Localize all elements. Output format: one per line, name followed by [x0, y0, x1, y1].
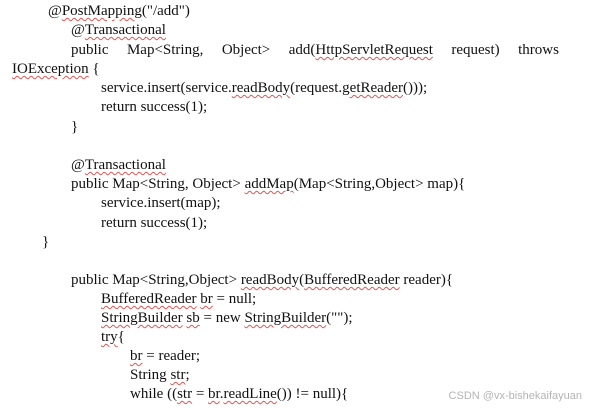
- annotation-args: ("/add"): [141, 3, 190, 19]
- code-line-17: br = reader;: [130, 347, 200, 366]
- code-token: =: [192, 386, 209, 402]
- code-token: Object>: [221, 42, 271, 58]
- code-line-13: public Map<String,Object> readBody(Buffe…: [71, 271, 453, 290]
- annotation-at: @: [71, 22, 85, 38]
- code-token: {: [117, 329, 125, 345]
- code-line-16: try{: [101, 328, 125, 347]
- code-line-10: service.insert(map);: [101, 195, 221, 211]
- code-line-15: StringBuilder sb = new StringBuilder("")…: [101, 309, 353, 328]
- code-line-7: }: [71, 119, 79, 135]
- code-token: (request.: [290, 80, 343, 96]
- code-token: BufferedReader: [304, 272, 400, 288]
- code-token: reader){: [399, 272, 454, 288]
- code-token: = reader;: [142, 348, 201, 364]
- code-token: service.insert(service.: [101, 80, 232, 96]
- code-token: throws: [518, 42, 559, 58]
- code-line-9: public Map<String, Object> addMap(Map<St…: [71, 175, 465, 194]
- code-token: br: [130, 348, 143, 364]
- code-token-part: add(: [288, 42, 316, 58]
- annotation-at: @: [71, 157, 85, 173]
- code-line-3: public Map<String, Object> add(HttpServl…: [71, 41, 559, 60]
- code-token: str: [177, 386, 193, 402]
- code-token: br: [208, 386, 220, 402]
- code-token: StringBuilder: [101, 310, 183, 326]
- code-token: ("");: [326, 310, 353, 326]
- code-token: .: [219, 386, 224, 402]
- code-token: sb: [186, 310, 200, 326]
- code-token: {: [88, 61, 100, 77]
- code-line-2: @Transactional: [71, 21, 166, 40]
- watermark: CSDN @vx-bishekaifayuan: [448, 390, 582, 402]
- code-token: = null;: [212, 291, 257, 307]
- code-token: String: [130, 367, 171, 383]
- code-token: StringBuilder: [244, 310, 327, 326]
- annotation-name: PostMapping: [61, 3, 142, 19]
- code-line-6: return success(1);: [101, 99, 208, 115]
- code-token: br: [200, 291, 213, 307]
- code-line-18: String str;: [130, 366, 190, 385]
- code-token: (Map<String,Object> map){: [293, 176, 466, 192]
- code-token: readLine: [223, 386, 277, 402]
- code-line-19: while ((str = br.readLine()) != null){: [130, 385, 348, 404]
- code-token: IOException: [12, 61, 89, 77]
- code-line-1: @PostMapping("/add"): [48, 2, 190, 21]
- annotation-name: Transactional: [84, 157, 166, 173]
- code-token: = new: [199, 310, 245, 326]
- code-token: Map<String,: [126, 42, 204, 58]
- code-token: public: [71, 42, 109, 58]
- code-token-part: HttpServletRequest: [315, 42, 433, 58]
- code-line-8: @Transactional: [71, 156, 166, 175]
- code-line-4: IOException {: [12, 60, 100, 79]
- code-line-11: return success(1);: [101, 215, 208, 231]
- code-token: str: [170, 367, 186, 383]
- annotation-name: Transactional: [84, 22, 166, 38]
- code-token: readBody: [231, 80, 291, 96]
- code-token: addMap: [244, 176, 294, 192]
- code-token: readBody: [240, 272, 300, 288]
- annotation-at: @: [48, 3, 62, 19]
- code-token: try: [101, 329, 118, 345]
- code-line-12: }: [42, 234, 50, 250]
- code-token: public Map<String,Object>: [71, 272, 241, 288]
- code-token: request): [451, 42, 500, 58]
- code-line-5: service.insert(service.readBody(request.…: [101, 79, 427, 98]
- code-token: public Map<String, Object>: [71, 176, 245, 192]
- code-line-14: BufferedReader br = null;: [101, 290, 256, 309]
- code-token: ()));: [402, 80, 428, 96]
- code-token: while ((: [130, 386, 178, 402]
- code-token: (: [299, 272, 305, 288]
- code-token: BufferedReader: [101, 291, 197, 307]
- code-token: ;: [185, 367, 190, 383]
- code-token: ()) != null){: [276, 386, 349, 402]
- code-token: add(HttpServletRequest: [289, 41, 433, 60]
- code-token: getReader: [342, 80, 403, 96]
